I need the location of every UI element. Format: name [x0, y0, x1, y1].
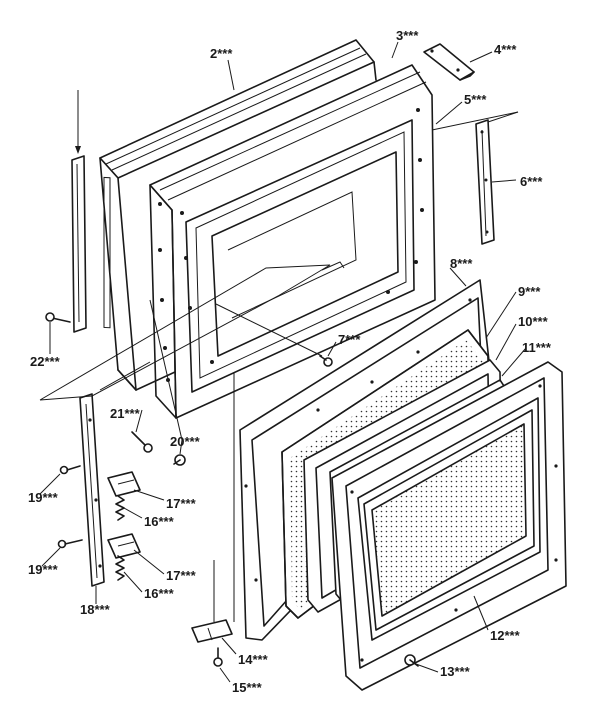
- screw-20: [173, 454, 186, 466]
- spring-lower: [115, 555, 125, 581]
- screw-19-upper: [59, 465, 81, 475]
- callout-15: 15***: [232, 680, 263, 695]
- screw-21: [131, 431, 153, 453]
- callout-7: 7***: [338, 332, 361, 347]
- callout-18: 18***: [80, 602, 111, 617]
- callout-4: 4***: [494, 42, 517, 57]
- callout-10: 10***: [518, 314, 549, 329]
- callout-12: 12***: [490, 628, 521, 643]
- assembly-lines: [39, 111, 519, 622]
- callout-21: 21***: [110, 406, 141, 421]
- callout-11: 11***: [522, 340, 552, 355]
- screw-15: [213, 647, 223, 667]
- callout-5: 5***: [464, 92, 487, 107]
- callout-labels: 2*** 3*** 4*** 5*** 6*** 7*** 8*** 9*** …: [28, 28, 552, 695]
- callout-19-upper: 19***: [28, 490, 59, 505]
- leader-lines: [39, 41, 527, 683]
- callout-2: 2***: [210, 46, 233, 61]
- callout-16-upper: 16***: [144, 514, 175, 529]
- hinge-bracket-4: [423, 43, 475, 81]
- callout-14: 14***: [238, 652, 269, 667]
- hinge-channel-18: [79, 393, 105, 587]
- callout-8: 8***: [450, 256, 473, 271]
- screw-19-lower: [57, 539, 83, 549]
- screw-22: [45, 312, 71, 323]
- callout-9: 9***: [518, 284, 541, 299]
- spring-bracket-lower: [107, 533, 141, 559]
- screw-7: [319, 355, 333, 367]
- window-glass-frame: [331, 361, 567, 691]
- right-trim-strip: [475, 119, 495, 245]
- inner-frame: [149, 64, 436, 419]
- callout-16-lower: 16***: [144, 586, 175, 601]
- callout-17-upper: 17***: [166, 496, 197, 511]
- spring-bracket-upper: [107, 471, 141, 497]
- callout-17-lower: 17***: [166, 568, 197, 583]
- left-trim-strip: [71, 90, 87, 333]
- callout-3: 3***: [396, 28, 419, 43]
- callout-6: 6***: [520, 174, 543, 189]
- outer-door-panel: [99, 39, 377, 391]
- callout-22: 22***: [30, 354, 61, 369]
- hinge-14: [191, 560, 233, 643]
- callout-19-lower: 19***: [28, 562, 59, 577]
- callout-13: 13***: [440, 664, 471, 679]
- screw-13: [404, 654, 419, 667]
- callout-20: 20***: [170, 434, 201, 449]
- spring-upper: [115, 495, 125, 521]
